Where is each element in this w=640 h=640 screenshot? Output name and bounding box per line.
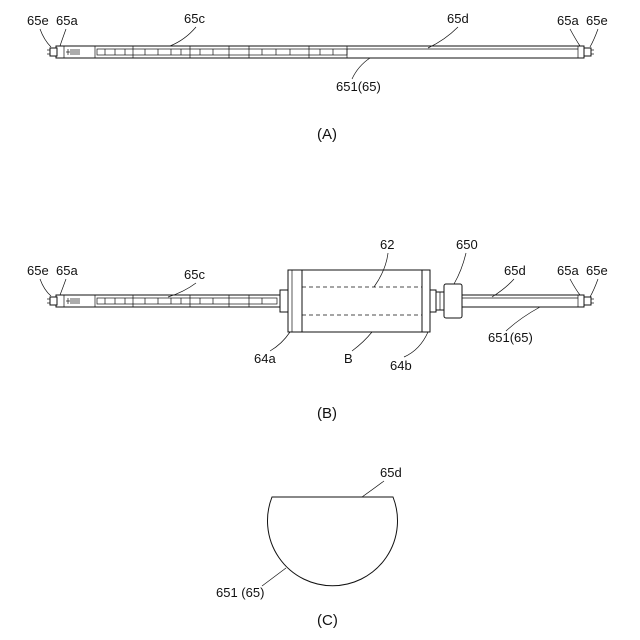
- end-cap-left-b: [50, 297, 57, 305]
- label-b-65e-left: 65e: [27, 263, 49, 278]
- roller-body-b: [302, 270, 422, 332]
- label-a-651: 651(65): [336, 79, 381, 94]
- flange-right-b: [422, 270, 436, 332]
- label-a-65a-right: 65a: [557, 13, 579, 28]
- segmented-section-a: [97, 46, 347, 58]
- panel-c: 65d 651 (65) (C): [216, 465, 402, 629]
- label-a-65d: 65d: [447, 11, 469, 26]
- segmented-section-b: [97, 295, 277, 307]
- label-b-65a-left: 65a: [56, 263, 78, 278]
- shaft-left-b: [56, 295, 288, 307]
- caption-b: (B): [317, 405, 337, 422]
- end-cap-left-a: [50, 48, 57, 56]
- label-c-651: 651 (65): [216, 585, 264, 600]
- label-b-65e-right: 65e: [586, 263, 608, 278]
- caption-a: (A): [317, 126, 337, 143]
- label-b-64b: 64b: [390, 358, 412, 373]
- label-b-650: 650: [456, 237, 478, 252]
- end-cap-right-b: [584, 297, 591, 305]
- label-b-651: 651(65): [488, 330, 533, 345]
- label-b-body: B: [344, 351, 353, 366]
- shaft-cross-section-c: [268, 497, 398, 586]
- end-region-left-b: [64, 295, 95, 307]
- label-b-62: 62: [380, 237, 394, 252]
- gear-b: [436, 284, 462, 318]
- label-b-65c: 65c: [184, 267, 205, 282]
- panel-b: 65e 65a 65c 62 650 65d 65a 65e 64a B 64b…: [27, 237, 608, 422]
- label-c-65d: 65d: [380, 465, 402, 480]
- label-a-65a-left: 65a: [56, 13, 78, 28]
- caption-c: (C): [317, 612, 338, 629]
- label-b-65a-right: 65a: [557, 263, 579, 278]
- flange-left-b: [280, 270, 302, 332]
- label-a-65c: 65c: [184, 11, 205, 26]
- end-region-left-a: [64, 46, 95, 58]
- panel-a: 65e 65a 65c 65d 65a 65e 651(65) (A): [27, 11, 608, 143]
- end-cap-right-a: [584, 48, 591, 56]
- label-b-65d: 65d: [504, 263, 526, 278]
- label-b-64a: 64a: [254, 351, 276, 366]
- shaft-right-b: [462, 295, 584, 307]
- label-a-65e-left: 65e: [27, 13, 49, 28]
- label-a-65e-right: 65e: [586, 13, 608, 28]
